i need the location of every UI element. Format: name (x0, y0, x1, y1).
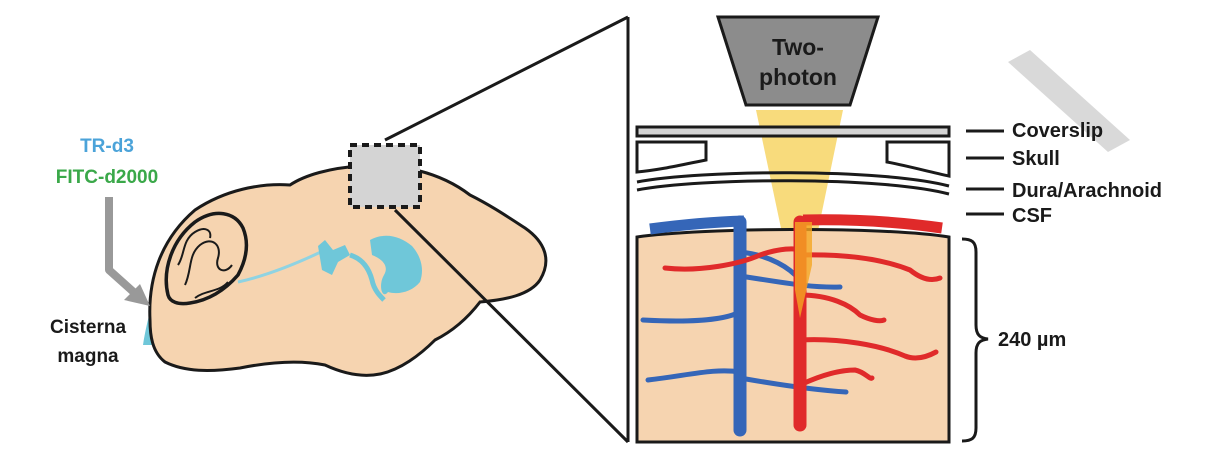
skull-label: Skull (1012, 148, 1060, 170)
zoom-line-bottom (393, 208, 630, 444)
skull (635, 140, 951, 178)
objective-label-line1: Two- (772, 34, 824, 60)
brain-sagittal-section (143, 163, 548, 377)
coverslip-label: Coverslip (1012, 120, 1103, 142)
laser-beam (756, 110, 843, 318)
objective-label-line2: photon (759, 64, 837, 90)
ventricle-small (318, 240, 350, 275)
dura-arachnoid-1 (636, 171, 950, 188)
bulb-fold-2 (177, 228, 212, 266)
csf-label: CSF (1012, 205, 1052, 227)
tracer-large-label: FITC-d2000 (56, 167, 158, 188)
beam-overlay (795, 222, 812, 318)
gray-arrow-icon (105, 197, 150, 306)
surface-artery (802, 214, 943, 234)
background-shape (1008, 50, 1130, 152)
injection-site-label-line2: magna (57, 346, 119, 367)
zoom-line-top (384, 15, 629, 142)
depth-label: 240 µm (998, 329, 1066, 351)
surface-vein (649, 215, 745, 235)
bulb-fold-1 (184, 240, 233, 286)
bulb-fold-3 (194, 281, 229, 299)
dura-arachnoid-label: Dura/Arachnoid (1012, 180, 1162, 202)
curly-brace-icon (961, 237, 989, 443)
tracer-small-label: TR-d3 (80, 136, 134, 157)
brain-tissue-block (635, 228, 951, 444)
dura-arachnoid-2 (636, 179, 950, 196)
coverslip (635, 125, 951, 138)
two-photon-objective: Two- photon (715, 15, 881, 107)
ventricle-connector (349, 252, 386, 302)
csf-channel (237, 248, 326, 284)
brain-outline (148, 163, 548, 377)
ventricle-large (370, 235, 423, 295)
imaging-window (348, 143, 422, 209)
injection-site-label-line1: Cisterna (50, 317, 126, 338)
